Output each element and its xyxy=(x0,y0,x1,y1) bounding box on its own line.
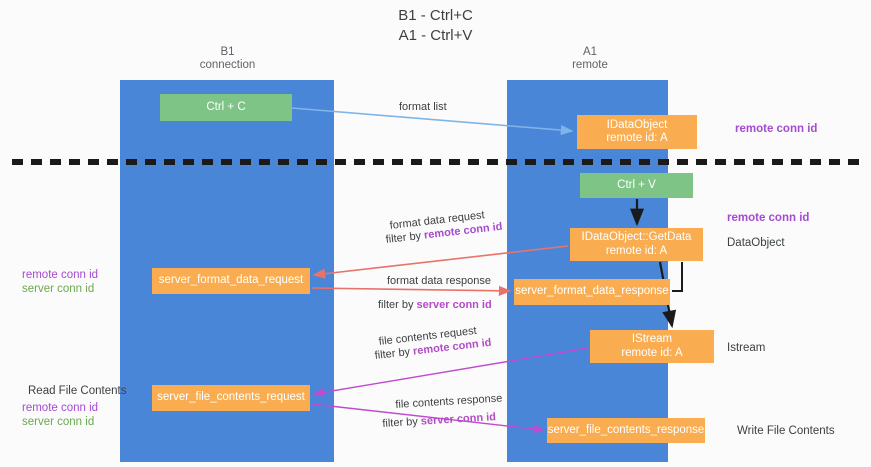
title-line-1: B1 - Ctrl+C xyxy=(398,7,473,24)
node-idataobject-getdata[interactable]: IDataObject::GetData remote id: A xyxy=(570,228,703,261)
annotation-istream: Istream xyxy=(727,342,766,354)
annotation-remote-conn-id-left-2: remote conn id xyxy=(22,402,99,414)
node-getdata-remote-id: remote id: A xyxy=(605,244,668,257)
edge-label-format-data-response-filter: filter by server conn id xyxy=(378,298,492,312)
node-server-format-data-request[interactable]: server_format_data_request xyxy=(152,268,310,294)
node-server-file-contents-request-label: server_file_contents_request xyxy=(157,391,305,404)
filter-prefix: filter by xyxy=(374,345,414,362)
node-server-format-data-response-label: server_format_data_response xyxy=(515,285,669,298)
node-idataobject-remote-id: remote id: A xyxy=(606,132,668,144)
filter-prefix: filter by xyxy=(385,229,425,246)
edge-label-file-contents-response: file contents response xyxy=(395,391,503,412)
column-header-a1-name: A1 xyxy=(582,46,598,58)
node-server-file-contents-request[interactable]: server_file_contents_request xyxy=(152,385,310,411)
node-ctrl-v[interactable]: Ctrl + V xyxy=(580,173,693,198)
annotation-write-file-contents: Write File Contents xyxy=(737,425,835,437)
edge-label-format-list-text: format list xyxy=(399,101,447,113)
column-header-b1-role: connection xyxy=(199,59,256,71)
filter-id-server-conn-id: server conn id xyxy=(416,299,492,311)
annotation-remote-conn-id-mid: remote conn id xyxy=(727,212,810,224)
filter-id-server-conn-id: server conn id xyxy=(420,411,497,428)
edge-label-format-data-response-text: format data response xyxy=(387,275,491,287)
node-ctrl-c[interactable]: Ctrl + C xyxy=(160,94,292,121)
edge-label-file-contents-response-text: file contents response xyxy=(395,392,503,411)
column-header-a1-role: remote xyxy=(572,59,608,71)
filter-prefix: filter by xyxy=(382,415,422,430)
node-server-file-contents-response-label: server_file_contents_response xyxy=(547,423,705,436)
node-server-format-data-request-label: server_format_data_request xyxy=(158,274,304,287)
annotation-left-conn-ids-bottom: remote conn id server conn id xyxy=(22,401,98,429)
node-istream-title: IStream xyxy=(631,333,673,345)
node-istream-remote-id: remote id: A xyxy=(621,346,683,359)
filter-prefix: filter by xyxy=(378,299,417,311)
node-ctrl-c-label: Ctrl + C xyxy=(206,100,246,113)
annotation-left-conn-ids-top: remote conn id server conn id xyxy=(22,268,98,296)
node-idataobject-title: IDataObject xyxy=(606,118,668,131)
annotation-remote-conn-id-left-1: remote conn id xyxy=(22,269,99,281)
node-server-file-contents-response[interactable]: server_file_contents_response xyxy=(547,418,705,443)
annotation-server-conn-id-left-1: server conn id xyxy=(22,283,95,295)
diagram-title: B1 - Ctrl+C A1 - Ctrl+V xyxy=(0,6,871,46)
node-istream[interactable]: IStream remote id: A xyxy=(590,330,714,363)
title-line-2: A1 - Ctrl+V xyxy=(398,27,473,44)
node-idataobject[interactable]: IDataObject remote id: A xyxy=(577,115,697,149)
node-ctrl-v-label: Ctrl + V xyxy=(617,178,656,191)
annotation-read-file-contents: Read File Contents xyxy=(28,385,127,397)
node-getdata-title: IDataObject::GetData xyxy=(581,231,692,243)
column-header-b1: B1 connection xyxy=(155,46,300,72)
annotation-dataobject: DataObject xyxy=(727,237,785,249)
edge-label-format-list: format list xyxy=(399,100,447,114)
annotation-server-conn-id-left-2: server conn id xyxy=(22,416,95,428)
annotation-remote-conn-id-top: remote conn id xyxy=(735,123,818,135)
edge-label-file-contents-response-filter: filter by server conn id xyxy=(382,410,496,431)
column-header-b1-name: B1 xyxy=(220,46,235,58)
column-header-a1: A1 remote xyxy=(545,46,635,72)
node-server-format-data-response[interactable]: server_format_data_response xyxy=(514,279,670,305)
edge-label-format-data-response: format data response xyxy=(387,274,491,288)
